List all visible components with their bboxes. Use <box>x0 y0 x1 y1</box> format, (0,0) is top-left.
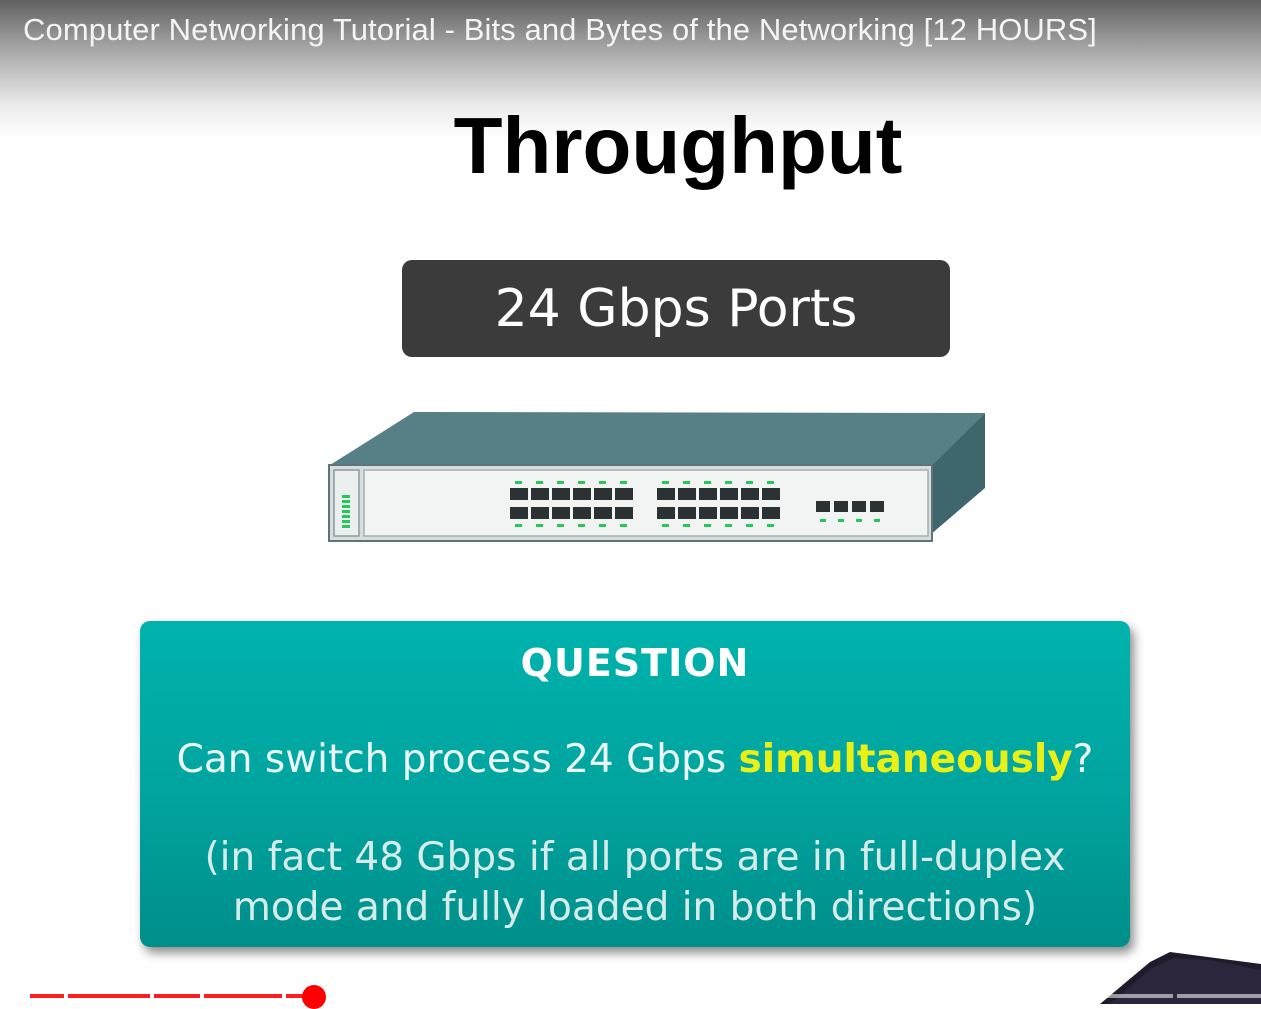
chapter-segment <box>68 994 150 998</box>
chapter-segment <box>30 994 64 998</box>
chapter-segment <box>1069 994 1173 998</box>
chapter-segment <box>286 994 306 998</box>
question-text-suffix: ? <box>1072 737 1094 782</box>
ports-label: 24 Gbps Ports <box>494 278 858 339</box>
question-note: (in fact 48 Gbps if all ports are in ful… <box>140 833 1130 933</box>
chapter-segment <box>1177 994 1261 998</box>
question-card: QUESTION Can switch process 24 Gbps simu… <box>140 621 1130 947</box>
presenter-silhouette <box>1100 952 1261 1004</box>
chapter-segment <box>571 994 659 998</box>
question-text: Can switch process 24 Gbps simultaneousl… <box>140 737 1130 782</box>
chapter-segment <box>663 994 849 998</box>
title-overlay <box>0 0 1261 140</box>
chapter-segment <box>204 994 282 998</box>
slide-title: Throughput <box>453 101 903 190</box>
question-highlight: simultaneously <box>738 737 1073 782</box>
chapter-segment <box>923 994 1065 998</box>
progress-scrubber-handle[interactable] <box>302 985 326 1009</box>
question-text-prefix: Can switch process 24 Gbps <box>176 737 739 782</box>
chapter-segment <box>385 994 567 998</box>
question-heading: QUESTION <box>520 641 750 685</box>
chapter-segment <box>853 994 881 998</box>
ports-label-box: 24 Gbps Ports <box>402 260 950 357</box>
progress-bar[interactable] <box>0 986 1261 1004</box>
chapter-segment <box>154 994 200 998</box>
chapter-segment <box>885 994 919 998</box>
video-title[interactable]: Computer Networking Tutorial - Bits and … <box>23 12 1097 47</box>
question-note-line-1: (in fact 48 Gbps if all ports are in ful… <box>204 835 1066 880</box>
network-switch-icon <box>328 412 985 542</box>
question-note-line-2: mode and fully loaded in both directions… <box>232 885 1038 930</box>
chapter-segment <box>326 994 380 998</box>
